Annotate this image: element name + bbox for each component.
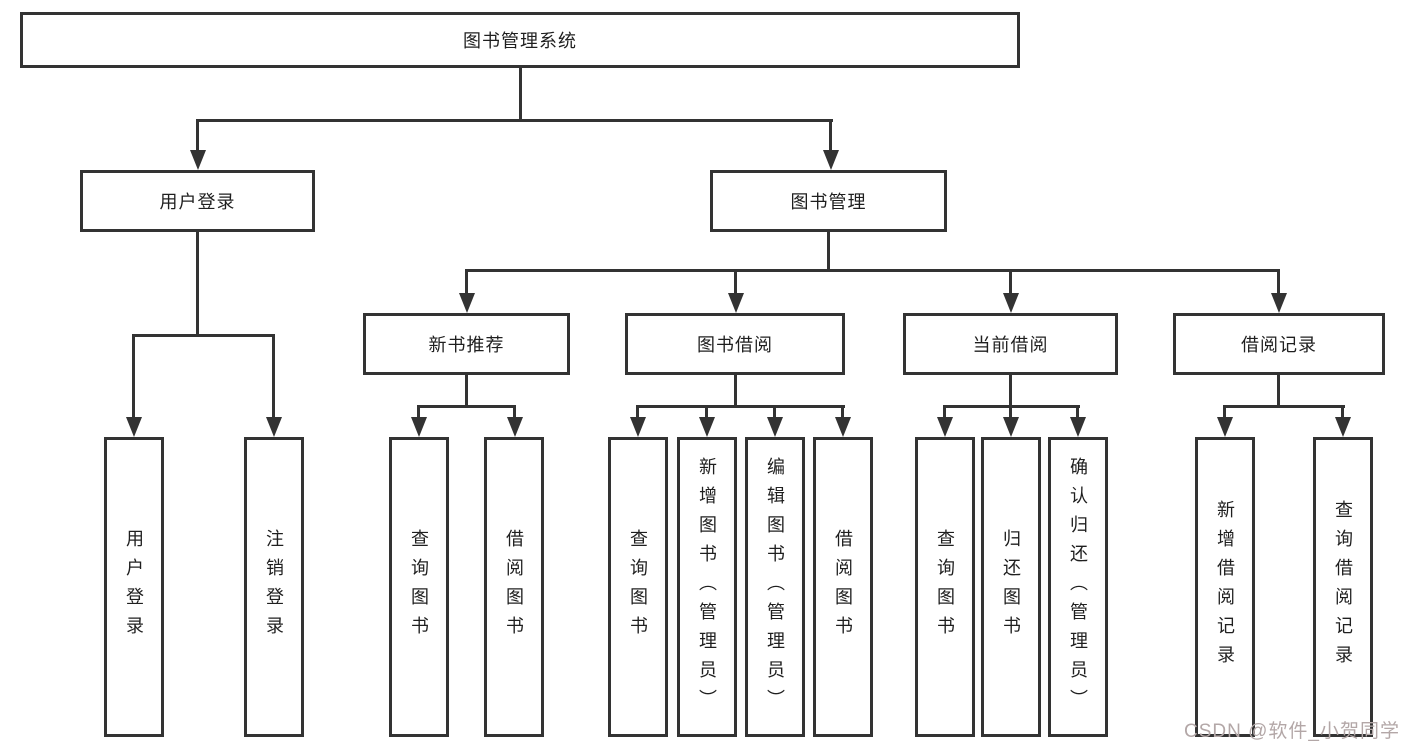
connector-arrow <box>630 417 646 437</box>
leaf-label: 编辑图书（管理员） <box>765 456 785 718</box>
leaf-query-borrow-record: 查询借阅记录 <box>1313 437 1373 737</box>
leaf-label: 借阅图书 <box>833 529 853 645</box>
connector-arrow <box>1271 293 1287 313</box>
node-label: 用户登录 <box>159 192 236 212</box>
node-label: 当前借阅 <box>972 335 1049 355</box>
node-label: 图书借阅 <box>697 335 773 355</box>
connector-arrow <box>728 293 744 313</box>
connector-line <box>636 405 845 408</box>
leaf-add-book-admin: 新增图书（管理员） <box>677 437 737 737</box>
leaf-label: 新增借阅记录 <box>1215 500 1235 674</box>
connector-arrow <box>459 293 475 313</box>
connector-line <box>943 405 946 419</box>
connector-line <box>132 334 275 337</box>
node-book-management: 图书管理 <box>710 170 947 232</box>
connector-line <box>734 269 737 294</box>
connector-arrow <box>1335 417 1351 437</box>
leaf-label: 查询借阅记录 <box>1333 500 1353 674</box>
connector-line <box>1076 405 1079 419</box>
leaf-label: 确认归还（管理员） <box>1068 456 1088 718</box>
connector-line <box>1223 405 1345 408</box>
leaf-return-books: 归还图书 <box>981 437 1041 737</box>
connector-line <box>734 375 737 407</box>
connector-line <box>1277 375 1280 407</box>
leaf-label: 归还图书 <box>1001 529 1021 645</box>
node-label: 图书管理系统 <box>463 31 577 51</box>
connector-line <box>519 68 522 121</box>
connector-line <box>465 375 468 407</box>
leaf-query-books-current: 查询图书 <box>915 437 975 737</box>
leaf-edit-book-admin: 编辑图书（管理员） <box>745 437 805 737</box>
connector-line <box>1009 269 1012 294</box>
node-current-borrowing: 当前借阅 <box>903 313 1118 375</box>
connector-arrow <box>699 417 715 437</box>
leaf-query-books-recommend: 查询图书 <box>389 437 449 737</box>
leaf-user-login: 用户登录 <box>104 437 164 737</box>
leaf-label: 查询图书 <box>935 529 955 645</box>
connector-line <box>1009 375 1012 407</box>
connector-arrow <box>1003 293 1019 313</box>
connector-line <box>1223 405 1226 419</box>
connector-arrow <box>411 417 427 437</box>
node-library-management-system: 图书管理系统 <box>20 12 1020 68</box>
connector-line <box>513 405 516 419</box>
leaf-label: 查询图书 <box>628 529 648 645</box>
node-borrow-records: 借阅记录 <box>1173 313 1385 375</box>
connector-line <box>196 232 199 336</box>
connector-line <box>1009 405 1012 419</box>
leaf-confirm-return-admin: 确认归还（管理员） <box>1048 437 1108 737</box>
leaf-logout: 注销登录 <box>244 437 304 737</box>
leaf-label: 用户登录 <box>124 529 144 645</box>
connector-line <box>417 405 516 408</box>
connector-arrow <box>190 150 206 170</box>
connector-arrow <box>507 417 523 437</box>
connector-line <box>465 269 468 294</box>
connector-line <box>636 405 639 419</box>
connector-line <box>465 269 1280 272</box>
connector-line <box>417 405 420 419</box>
connector-arrow <box>937 417 953 437</box>
node-label: 借阅记录 <box>1241 335 1317 355</box>
connector-line <box>773 405 776 419</box>
leaf-label: 新增图书（管理员） <box>697 456 717 718</box>
connector-line <box>827 232 830 271</box>
leaf-add-borrow-record: 新增借阅记录 <box>1195 437 1255 737</box>
leaf-borrow-books-borrowing: 借阅图书 <box>813 437 873 737</box>
leaf-label: 查询图书 <box>409 529 429 645</box>
connector-arrow <box>1070 417 1086 437</box>
connector-line <box>1341 405 1344 419</box>
node-new-book-recommend: 新书推荐 <box>363 313 570 375</box>
connector-line <box>1277 269 1280 294</box>
connector-arrow <box>835 417 851 437</box>
connector-arrow <box>126 417 142 437</box>
connector-line <box>705 405 708 419</box>
node-label: 新书推荐 <box>428 335 505 355</box>
connector-arrow <box>823 150 839 170</box>
node-label: 图书管理 <box>790 192 867 212</box>
connector-line <box>272 334 275 418</box>
connector-arrow <box>1003 417 1019 437</box>
watermark: CSDN @软件_小贺同学 <box>1184 721 1400 742</box>
connector-line <box>196 119 833 122</box>
connector-line <box>829 119 832 151</box>
connector-line <box>196 119 199 151</box>
node-book-borrowing: 图书借阅 <box>625 313 845 375</box>
leaf-label: 注销登录 <box>264 529 284 645</box>
connector-arrow <box>1217 417 1233 437</box>
connector-arrow <box>266 417 282 437</box>
connector-arrow <box>767 417 783 437</box>
connector-line <box>841 405 844 419</box>
leaf-label: 借阅图书 <box>504 529 524 645</box>
connector-line <box>132 334 135 418</box>
leaf-query-books-borrowing: 查询图书 <box>608 437 668 737</box>
leaf-borrow-books-recommend: 借阅图书 <box>484 437 544 737</box>
node-user-login: 用户登录 <box>80 170 315 232</box>
